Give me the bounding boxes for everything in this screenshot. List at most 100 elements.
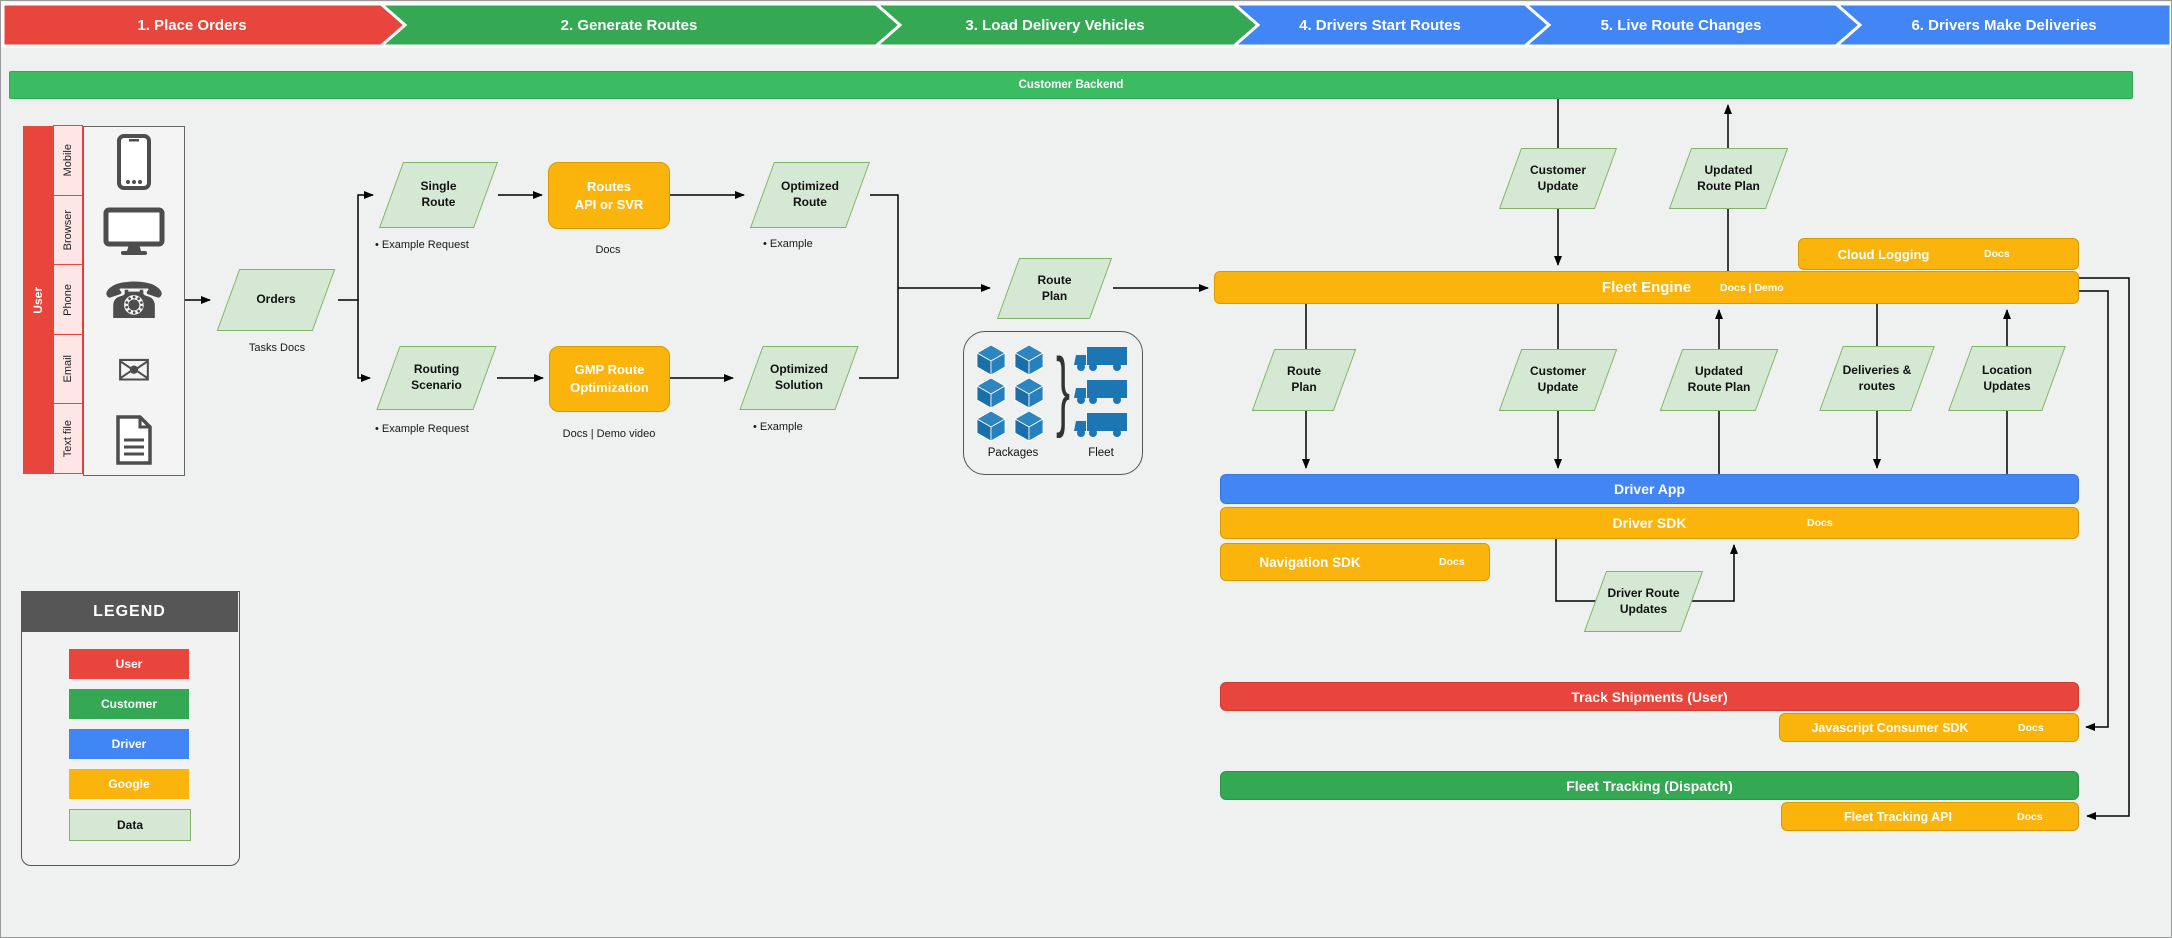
track-shipments-bar: Track Shipments (User) [1220, 682, 2079, 711]
node-updated-route-plan-2: Updated Route Plan [1659, 349, 1779, 411]
channel-textfile: Text file [53, 403, 83, 474]
track-shipments-label: Track Shipments (User) [1571, 688, 1728, 705]
legend-item-customer-label: Customer [100, 697, 157, 711]
fleet-engine-docs-link[interactable]: Docs | Demo [1720, 281, 1784, 294]
js-consumer-sdk-docs-link[interactable]: Docs [2018, 721, 2044, 734]
node-gmp-label: GMP Route Optimization [570, 362, 649, 395]
legend-item-driver: Driver [69, 729, 189, 759]
node-updated-route-plan-2-label: Updated Route Plan [1687, 364, 1751, 394]
step-label-6: 6. Drivers Make Deliveries [1911, 16, 2097, 34]
node-customer-update-2-label: Customer Update [1529, 364, 1586, 394]
node-single-route: Single Route [378, 162, 499, 228]
channel-phone-label: Phone [62, 283, 74, 316]
step-chevron-1 [1, 2, 408, 48]
fleet-engine-bar: Fleet Engine Docs | Demo [1214, 271, 2079, 304]
envelope-icon: ✉ [116, 346, 152, 394]
legend-item-user-label: User [115, 657, 143, 671]
step-label-2: 2. Generate Routes [560, 16, 698, 34]
node-optimized-solution-label: Optimized Solution [769, 362, 828, 392]
optimized-route-example-link[interactable]: Example [763, 238, 813, 250]
brace-glyph: } [1056, 339, 1071, 439]
node-routes-api: Routes API or SVR [548, 162, 670, 229]
channel-textfile-label: Text file [62, 420, 74, 458]
node-orders: Orders [216, 269, 336, 331]
gmp-docs-demo-link[interactable]: Docs | Demo video [562, 428, 656, 440]
optimized-solution-example-link[interactable]: Example [753, 421, 803, 433]
fleet-tracking-label: Fleet Tracking (Dispatch) [1566, 777, 1733, 794]
node-location-updates-label: Location Updates [1982, 362, 2032, 393]
node-optimized-solution: Optimized Solution [739, 346, 859, 410]
driver-app-bar: Driver App [1220, 474, 2079, 504]
channel-phone: Phone [53, 264, 83, 335]
packages-cubes-icon [976, 344, 1044, 442]
node-single-route-label: Single Route [420, 179, 457, 209]
node-location-updates: Location Updates [1948, 346, 2066, 411]
node-orders-label: Orders [256, 292, 296, 307]
telephone-icon: ☎ [102, 272, 166, 329]
step-label-3: 3. Load Delivery Vehicles [965, 16, 1145, 34]
routes-api-docs-link[interactable]: Docs [595, 244, 621, 256]
js-consumer-sdk-label: Javascript Consumer SDK [1811, 720, 1969, 735]
channel-column: Mobile Browser Phone Email Text file [53, 125, 83, 474]
node-routes-api-label: Routes API or SVR [574, 178, 644, 212]
fleet-tracking-api-label: Fleet Tracking API [1844, 809, 1952, 824]
fleet-tracking-api-docs-link[interactable]: Docs [2017, 810, 2043, 823]
routing-scenario-example-link[interactable]: Example Request [375, 423, 469, 435]
node-customer-update-top: Customer Update [1498, 148, 1618, 209]
user-swimlane-label: User [31, 286, 45, 314]
node-route-plan-main: Route Plan [996, 258, 1113, 319]
step-label-4: 4. Drivers Start Routes [1299, 16, 1461, 34]
document-icon [84, 405, 184, 475]
legend-item-data-label: Data [116, 818, 143, 832]
user-swimlane: User [23, 126, 53, 474]
step-label-5: 5. Live Route Changes [1600, 16, 1762, 34]
node-updated-route-plan-top: Updated Route Plan [1668, 148, 1789, 209]
legend-item-customer: Customer [69, 689, 189, 719]
node-routing-scenario-label: Routing Scenario [411, 362, 462, 392]
channel-mobile-label: Mobile [62, 144, 74, 177]
legend-item-user: User [69, 649, 189, 679]
node-updated-route-plan-top-label: Updated Route Plan [1697, 162, 1760, 193]
node-optimized-route-label: Optimized Route [780, 179, 839, 209]
fleet-tracking-bar: Fleet Tracking (Dispatch) [1220, 771, 2079, 800]
tasks-docs-link[interactable]: Tasks Docs [248, 342, 306, 354]
step-banner [1, 2, 2171, 48]
channel-email: Email [53, 333, 83, 405]
node-customer-update-top-label: Customer Update [1529, 162, 1586, 193]
navigation-sdk-docs-link[interactable]: Docs [1439, 556, 1465, 568]
node-route-plan-main-label: Route Plan [1037, 272, 1072, 303]
node-deliveries-routes-label: Deliveries & routes [1842, 362, 1912, 393]
monitor-icon [84, 197, 184, 267]
node-driver-route-updates: Driver Route Updates [1583, 571, 1704, 632]
fleet-tracking-api-bar: Fleet Tracking API Docs [1781, 802, 2079, 831]
navigation-sdk-bar: Navigation SDK Docs [1220, 543, 1490, 581]
cloud-logging-docs-link[interactable]: Docs [1984, 248, 2010, 260]
cloud-logging-label: Cloud Logging [1837, 246, 1930, 262]
channel-email-label: Email [62, 355, 74, 383]
driver-sdk-bar: Driver SDK Docs [1220, 507, 2079, 539]
channel-mobile: Mobile [53, 125, 83, 196]
node-route-plan-2-label: Route Plan [1287, 364, 1321, 394]
customer-backend-label: Customer Backend [1018, 79, 1124, 91]
js-consumer-sdk-bar: Javascript Consumer SDK Docs [1779, 713, 2079, 742]
channel-browser: Browser [53, 194, 83, 266]
packages-fleet-box [963, 331, 1143, 475]
legend-item-data: Data [69, 809, 191, 841]
driver-sdk-label: Driver SDK [1612, 515, 1687, 531]
legend-header: LEGEND [21, 591, 238, 632]
legend-title: LEGEND [93, 602, 166, 620]
legend-item-google: Google [69, 769, 189, 799]
node-route-plan-2: Route Plan [1251, 349, 1357, 411]
node-customer-update-2: Customer Update [1498, 349, 1618, 411]
driver-app-label: Driver App [1613, 481, 1686, 497]
cloud-logging-bar: Cloud Logging Docs [1798, 238, 2079, 270]
single-route-example-link[interactable]: Example Request [375, 239, 469, 251]
packages-label: Packages [987, 447, 1039, 459]
input-icons-box: ☎ ✉ [83, 126, 185, 476]
channel-browser-label: Browser [62, 209, 74, 251]
driver-sdk-docs-link[interactable]: Docs [1807, 517, 1833, 529]
fleet-engine-label: Fleet Engine [1601, 279, 1692, 296]
fleet-trucks-icon [1074, 347, 1127, 437]
step-label-1: 1. Place Orders [137, 16, 247, 34]
